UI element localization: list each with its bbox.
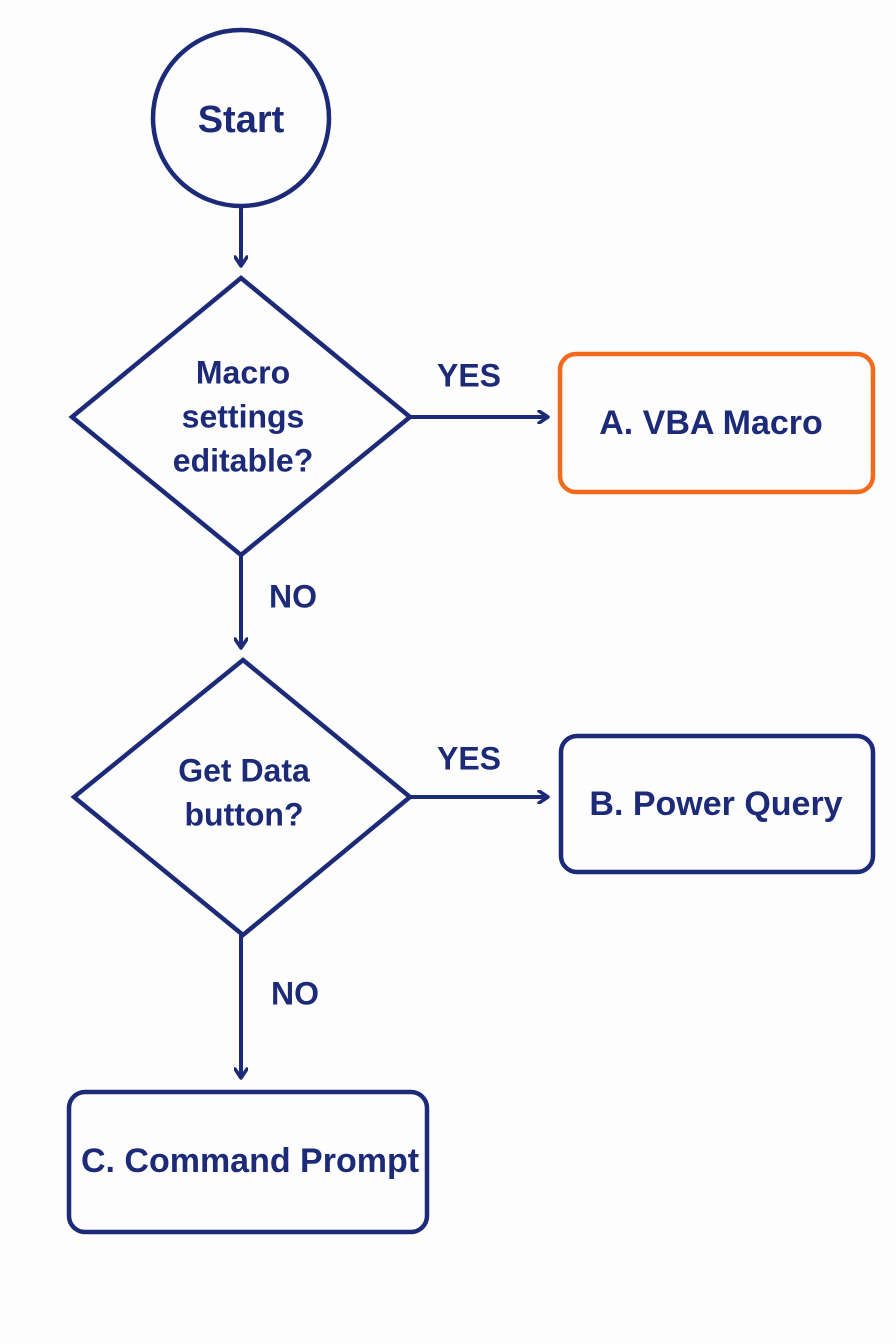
decision-getdata-line-1: Get Data bbox=[178, 752, 310, 788]
decision-macro-line-3: editable? bbox=[173, 442, 313, 478]
edge-label-getdata-yes: YES bbox=[437, 740, 501, 776]
option-b-label: B. Power Query bbox=[589, 785, 842, 823]
edge-label-getdata-no: NO bbox=[271, 975, 319, 1011]
option-c-label: C. Command Prompt bbox=[81, 1142, 419, 1180]
option-c-box bbox=[66, 1089, 430, 1235]
option-a-box bbox=[557, 351, 876, 495]
decision-getdata-line-2: button? bbox=[184, 796, 303, 832]
option-b-box bbox=[558, 733, 876, 875]
start-node bbox=[150, 27, 332, 209]
decision-macro-line-2: settings bbox=[182, 398, 305, 434]
edge-label-macro-no: NO bbox=[269, 578, 317, 614]
start-label: Start bbox=[198, 99, 285, 141]
edge-label-macro-yes: YES bbox=[437, 357, 501, 393]
decision-macro-line-1: Macro bbox=[196, 354, 290, 390]
option-a-label: A. VBA Macro bbox=[599, 404, 823, 442]
